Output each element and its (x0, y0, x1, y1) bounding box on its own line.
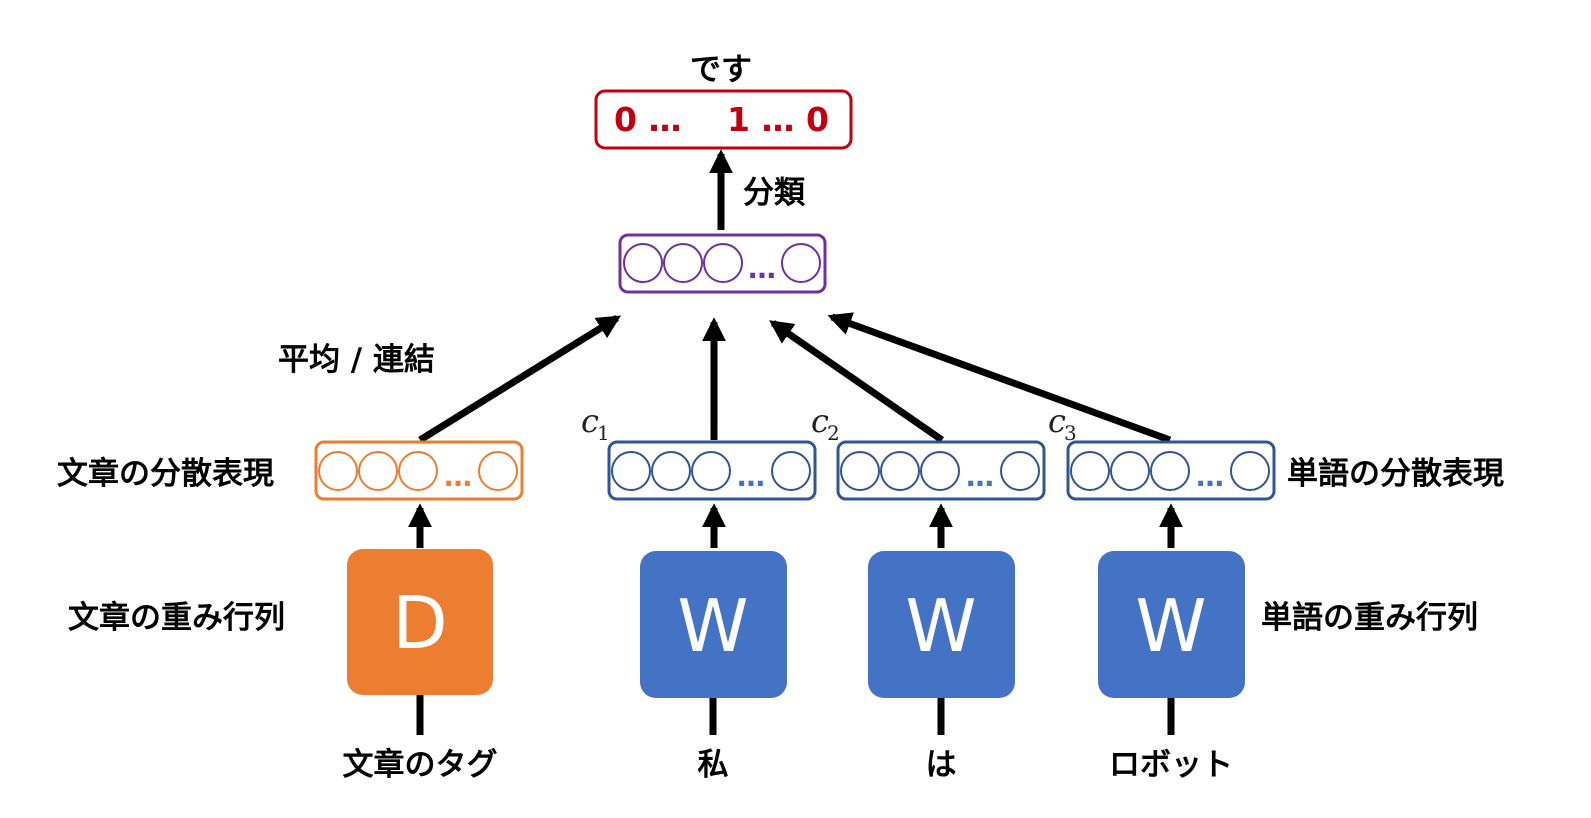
doc-vector-ellipsis: … (444, 460, 472, 493)
word-vector-label: 単語の分散表現 (1287, 456, 1504, 492)
word-vector-2: … (836, 440, 1046, 501)
doc-matrix-box: D (347, 549, 493, 695)
classify-label: 分類 (743, 175, 806, 211)
word-vector-1: … (607, 440, 817, 501)
word-vector-3-ellipsis: … (1196, 460, 1224, 493)
hidden-vector-ellipsis: … (748, 252, 776, 285)
word-input-label-2: は (926, 747, 957, 783)
word-matrix-box-2: W (868, 551, 1015, 698)
hidden-vector: … (618, 233, 827, 294)
context-var-3: c (1048, 402, 1066, 440)
doc-vector: … (314, 440, 524, 501)
doc-matrix-letter: D (392, 581, 447, 665)
word-matrix-box-1: W (640, 551, 787, 698)
arrow-doc-to-hidden (418, 315, 622, 443)
context-index-3: 3 (1064, 421, 1077, 445)
word-input-label-3: ロボット (1109, 747, 1233, 783)
context-var-2: c (811, 402, 829, 440)
arrow-c2-to-hidden (769, 320, 944, 443)
context-index-2: 2 (827, 421, 840, 445)
aggregation-arrows (418, 312, 1172, 444)
doc-matrix-label: 文章の重み行列 (68, 600, 285, 636)
word-matrix-letter-3: W (1135, 584, 1206, 668)
output-onehot-box (594, 89, 853, 150)
context-var-1: c (581, 402, 599, 440)
doc-input-label: 文章のタグ (343, 747, 498, 783)
word-vector-2-ellipsis: … (966, 460, 994, 493)
arrow-c3-to-hidden (827, 312, 1172, 444)
average-concat-label: 平均 / 連結 (278, 342, 435, 378)
output-word: です (690, 52, 752, 88)
onehot-mid: 1 … 0 (727, 100, 829, 139)
word-matrix-label: 単語の重み行列 (1261, 600, 1478, 636)
word-vector-1-ellipsis: … (737, 460, 765, 493)
doc-vector-label: 文章の分散表現 (57, 456, 274, 492)
context-index-1: 1 (597, 421, 610, 445)
word-matrix-letter-1: W (677, 584, 748, 668)
word-input-label-1: 私 (698, 747, 729, 783)
onehot-left: 0 … (614, 100, 681, 139)
word-matrix-letter-2: W (905, 584, 976, 668)
word-vector-3: … (1066, 440, 1276, 501)
word-matrix-box-3: W (1098, 551, 1245, 698)
